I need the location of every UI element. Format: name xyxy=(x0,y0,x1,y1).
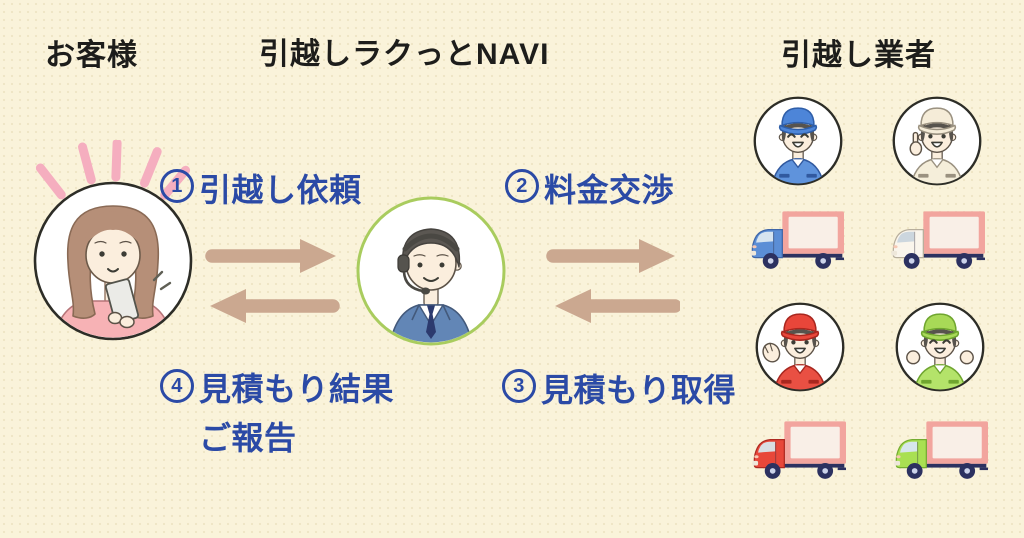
customer-woman-avatar xyxy=(33,140,193,341)
step-4-text-line2: ご報告 xyxy=(199,420,297,456)
operator-headset-avatar xyxy=(356,196,506,346)
step-1-label: 1 引越し依頼 xyxy=(160,165,362,211)
mover-cream-avatar xyxy=(890,94,984,188)
pointing-hand-icon xyxy=(909,131,923,156)
step-1-number-badge: 1 xyxy=(160,169,194,203)
step-2-text: 料金交渉 xyxy=(544,172,675,208)
operator-movers-arrows xyxy=(546,239,680,323)
arrow-right-icon xyxy=(546,239,675,273)
heading-movers: 引越し業者 xyxy=(781,39,936,72)
step-4-text-line1: 見積もり結果 xyxy=(199,371,395,407)
step-3-number-badge: 3 xyxy=(502,369,536,403)
headset-icon xyxy=(397,233,460,295)
step-3-text: 見積もり取得 xyxy=(541,372,737,408)
truck-white-icon xyxy=(890,208,990,273)
step-1-text: 引越し依頼 xyxy=(199,172,362,208)
raised-fists-icon xyxy=(906,350,974,365)
truck-blue-icon xyxy=(749,208,849,273)
heading-customer: お客様 xyxy=(45,39,138,72)
step-2-label: 2 料金交渉 xyxy=(505,165,674,211)
truck-red-icon xyxy=(751,418,851,483)
arrow-left-icon xyxy=(210,289,340,323)
customer-operator-arrows xyxy=(205,239,340,323)
arrow-left-icon xyxy=(555,289,680,323)
mover-blue-avatar xyxy=(751,94,845,188)
mover-red-avatar xyxy=(753,300,847,394)
waving-hand-icon xyxy=(762,342,781,363)
step-4-label: 4 見積もり結果 ご報告 xyxy=(160,365,394,463)
step-3-label: 3 見積もり取得 xyxy=(502,365,736,411)
arrow-right-icon xyxy=(205,239,336,273)
mover-green-avatar xyxy=(893,300,987,394)
heading-service: 引越しラクっとNAVI xyxy=(259,38,550,71)
step-4-number-badge: 4 xyxy=(160,369,194,403)
truck-green-icon xyxy=(893,418,993,483)
step-2-number-badge: 2 xyxy=(505,169,539,203)
